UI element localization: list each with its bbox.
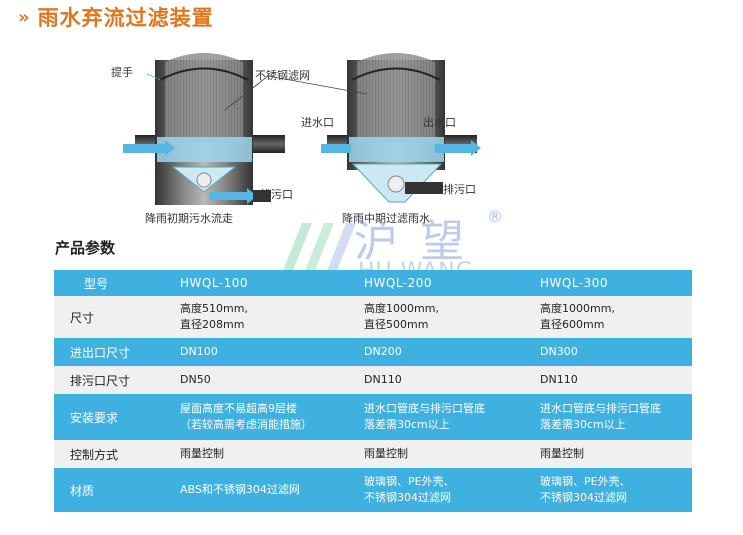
row-label: 安装要求 [70, 410, 119, 425]
header-model-2: HWQL-200 [364, 276, 433, 290]
cell-line: 高度1000mm, [364, 302, 439, 315]
cell-line: DN110 [540, 373, 578, 386]
header-model-1: HWQL-100 [180, 276, 249, 290]
filter-diagram: 提手 不锈钢滤网 进水口 出水口 排污口 排污口 降雨初期污水流走 降雨中期过滤… [105, 52, 505, 232]
cell-line: 玻璃钢、PE外壳、 [540, 475, 631, 488]
cell-line: 进水口管底与排污口管底 [364, 402, 485, 415]
cell-line: DN300 [540, 345, 578, 358]
cell-line: 雨量控制 [540, 447, 584, 460]
row-label: 控制方式 [70, 447, 119, 462]
cell-line: 高度510mm, [180, 302, 248, 315]
page-title: 雨水弃流过滤装置 [37, 6, 214, 30]
table-row: 进出口尺寸 DN100 DN200 DN300 [54, 338, 692, 366]
table-row: 材质 ABS和不锈钢304过滤网 玻璃钢、PE外壳、不锈钢304过滤网 玻璃钢、… [54, 468, 692, 512]
cell-line: DN110 [364, 373, 402, 386]
cell-line: DN50 [180, 373, 211, 386]
cell-line: ABS和不锈钢304过滤网 [180, 483, 300, 496]
row-label: 排污口尺寸 [70, 373, 131, 388]
cell-line: 雨量控制 [364, 447, 408, 460]
label-drain-right: 排污口 [443, 183, 476, 196]
caption-right: 降雨中期过滤雨水 [342, 212, 430, 225]
chevron-icon: » [18, 6, 30, 28]
label-handle: 提手 [111, 66, 133, 79]
device-left [123, 53, 285, 205]
cell-line: DN100 [180, 345, 218, 358]
label-outlet: 出水口 [423, 116, 456, 129]
row-label: 进出口尺寸 [70, 345, 131, 360]
label-mesh: 不锈钢滤网 [255, 69, 310, 82]
cell-line: 落差需30cm以上 [540, 418, 626, 431]
cell-line: 落差需30cm以上 [364, 418, 450, 431]
cell-line: 直径208mm [180, 318, 245, 331]
table-row: 安装要求 屋面高度不易超高9层楼 （若较高需考虑消能措施） 进水口管底与排污口管底… [54, 394, 692, 440]
header-model-3: HWQL-300 [540, 276, 609, 290]
table-row: 尺寸 高度510mm, 直径208mm 高度1000mm, 直径500mm 高度10… [54, 296, 692, 338]
cell-line: （若较高需考虑消能措施） [180, 418, 312, 431]
cell-line: 不锈钢304过滤网 [540, 491, 627, 504]
cell-line: 高度1000mm, [540, 302, 615, 315]
row-label: 尺寸 [70, 310, 95, 325]
section-title: 产品参数 [55, 239, 116, 257]
caption-left: 降雨初期污水流走 [145, 212, 233, 225]
device-right [321, 53, 481, 203]
label-inlet: 进水口 [301, 116, 334, 129]
table-row: 控制方式 雨量控制 雨量控制 雨量控制 [54, 440, 692, 468]
cell-line: 玻璃钢、PE外壳、 [364, 475, 455, 488]
filter-diagram-illustration [123, 53, 481, 205]
header-label: 型号 [84, 276, 109, 291]
cell-line: 屋面高度不易超高9层楼 [180, 402, 297, 415]
page-header: » 雨水弃流过滤装置 [18, 2, 214, 32]
cell-line: DN200 [364, 345, 402, 358]
cell-line: 不锈钢304过滤网 [364, 491, 451, 504]
cell-line: 进水口管底与排污口管底 [540, 402, 661, 415]
row-label: 材质 [70, 483, 95, 498]
table-header-row: 型号 HWQL-100 HWQL-200 HWQL-300 [54, 270, 692, 296]
label-drain-left: 排污口 [260, 188, 293, 201]
cell-line: 雨量控制 [180, 447, 224, 460]
cell-line: 直径600mm [540, 318, 605, 331]
table-row: 排污口尺寸 DN50 DN110 DN110 [54, 366, 692, 394]
cell-line: 直径500mm [364, 318, 429, 331]
spec-table: 型号 HWQL-100 HWQL-200 HWQL-300 尺寸 高度510mm… [54, 270, 692, 512]
